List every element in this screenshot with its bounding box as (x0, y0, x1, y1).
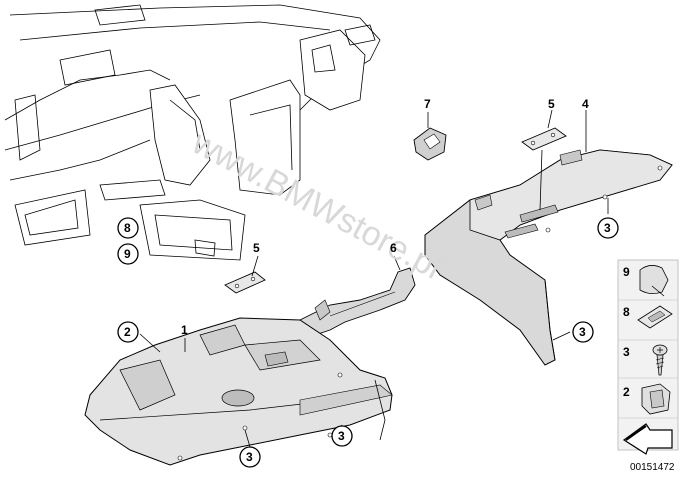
callout-9: 9 (124, 247, 131, 261)
callout-3-bottom-middle: 3 (338, 429, 345, 443)
legend: 9 8 3 2 (617, 259, 679, 455)
callout-3-right-lower: 3 (579, 325, 586, 339)
callout-3-circle-bottom-middle: 3 (331, 425, 353, 447)
callout-3-right-upper: 3 (604, 221, 611, 235)
clip-cap-icon (639, 265, 669, 297)
callout-3-circle-right-upper: 3 (597, 217, 619, 239)
callout-3-circle-bottom-left: 3 (239, 446, 261, 468)
callout-4: 4 (582, 97, 589, 111)
leader-lines (139, 109, 609, 448)
legend-item-9-number: 9 (623, 265, 630, 279)
part-7-clip (413, 127, 447, 161)
reference-number: 00151472 (630, 462, 675, 473)
callout-8: 8 (124, 221, 131, 235)
part-6-bracket-rail (299, 267, 416, 336)
callout-3-circle-right-lower: 3 (572, 321, 594, 343)
callout-5-upper: 5 (548, 97, 555, 111)
callout-9-circle: 9 (117, 243, 139, 265)
callout-2: 2 (124, 325, 131, 339)
legend-item-2-number: 2 (623, 385, 630, 399)
bracket-clip-icon (641, 383, 671, 415)
callout-5-middle: 5 (253, 241, 260, 255)
clip-nut-icon (637, 305, 673, 329)
part-4-glovebox-panel (424, 149, 673, 366)
part-1-lower-trim-panel (84, 317, 393, 466)
callout-7: 7 (424, 97, 431, 111)
callout-1: 1 (181, 323, 188, 337)
watermark: www.BMWstore.pl (185, 123, 447, 287)
callout-8-circle: 8 (117, 217, 139, 239)
legend-item-3-number: 3 (623, 345, 630, 359)
callout-6: 6 (390, 241, 397, 255)
legend-item-8-number: 8 (623, 305, 630, 319)
dashboard-drawing (4, 4, 381, 261)
arrow-icon (622, 423, 673, 455)
callout-3-bottom-left: 3 (246, 450, 253, 464)
callout-2-circle: 2 (117, 321, 139, 343)
part-5-clip-middle (224, 271, 266, 294)
part-5-clip-upper (521, 127, 567, 151)
screw-icon (652, 344, 668, 376)
